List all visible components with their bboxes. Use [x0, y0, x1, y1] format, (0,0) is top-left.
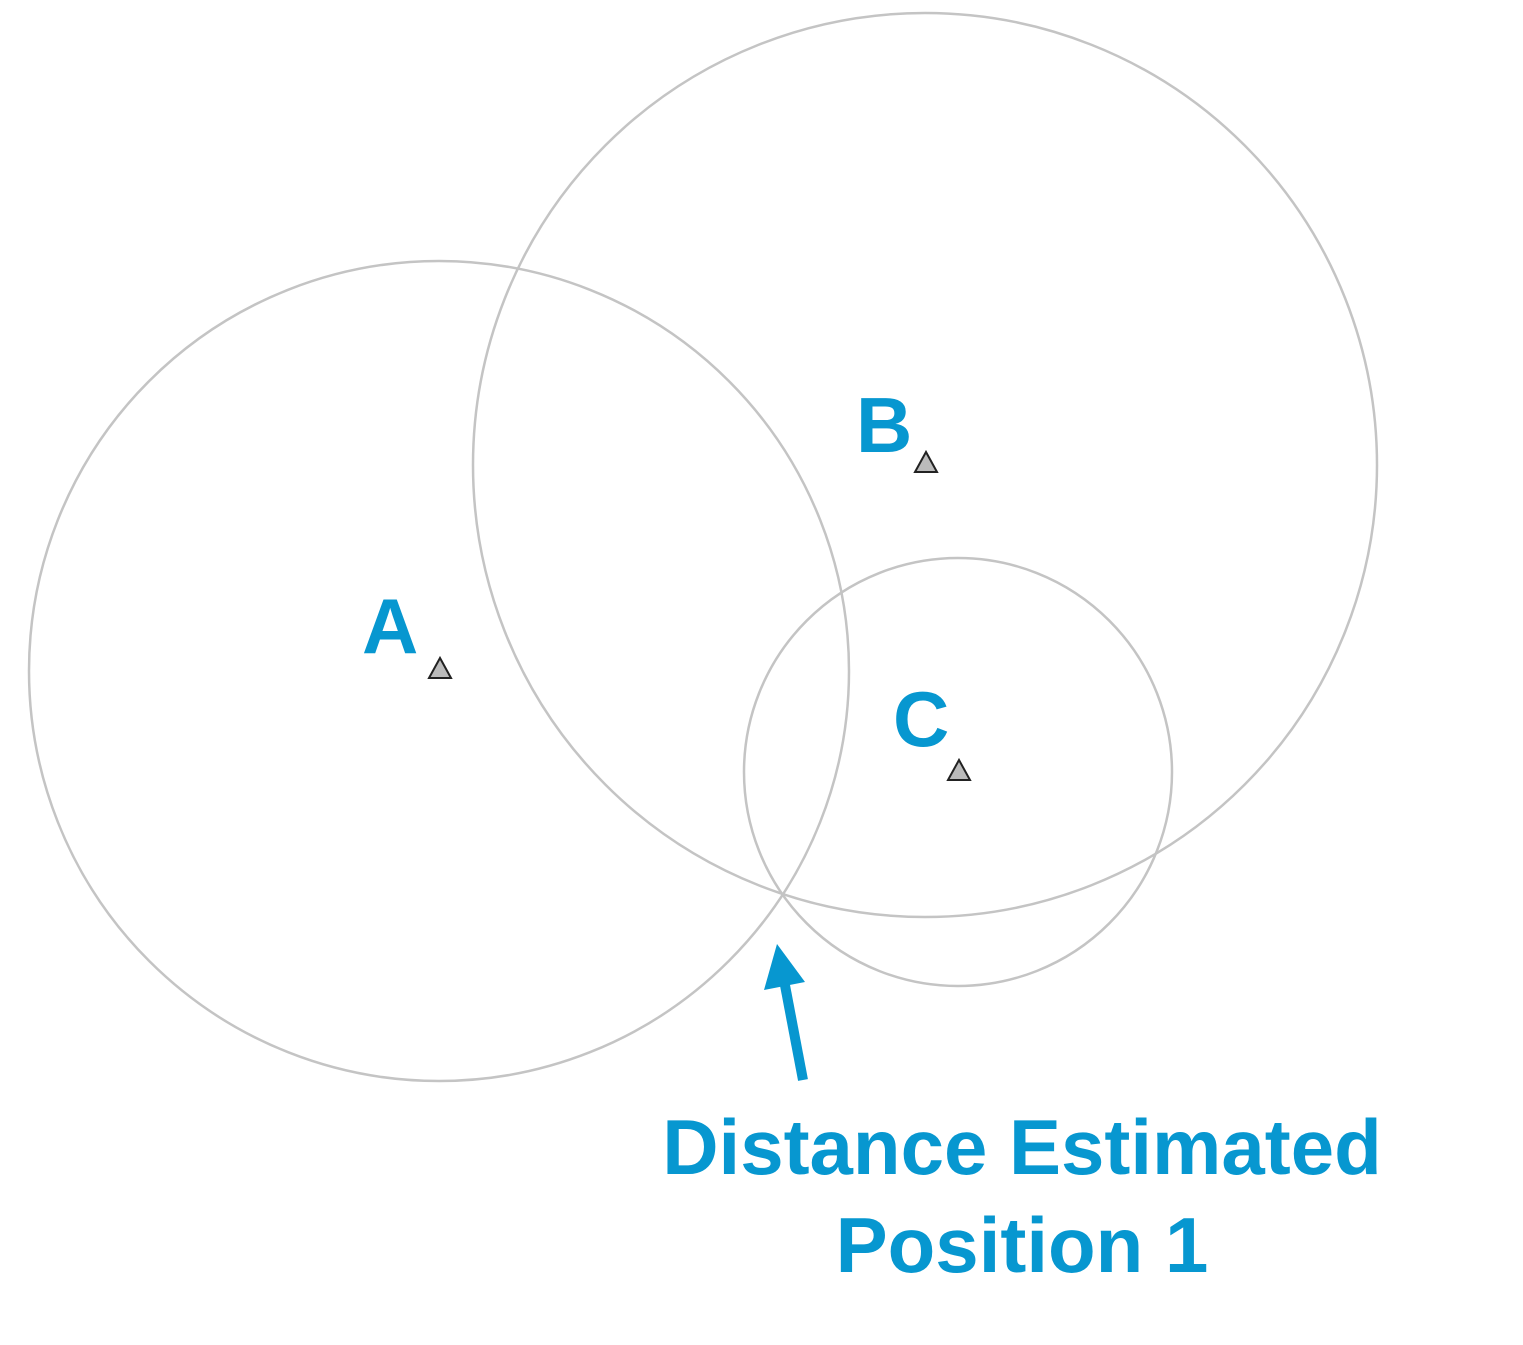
annotation-line-1: Distance Estimated: [662, 1103, 1382, 1191]
triangle-marker-icon: [946, 757, 972, 781]
station-label-b: B: [856, 381, 912, 469]
arrow-up-icon: [764, 944, 808, 1081]
station-label-a: A: [362, 582, 418, 670]
range-circle-c: [742, 556, 1174, 988]
range-circle-b: [471, 11, 1379, 919]
station-a: A: [362, 582, 453, 679]
station-b: B: [856, 381, 939, 473]
range-circle-a: [27, 259, 851, 1083]
annotation-line-2: Position 1: [836, 1201, 1209, 1289]
station-label-c: C: [893, 675, 949, 763]
triangle-marker-icon: [913, 449, 939, 473]
station-c: C: [893, 675, 972, 781]
triangle-marker-icon: [427, 655, 453, 679]
